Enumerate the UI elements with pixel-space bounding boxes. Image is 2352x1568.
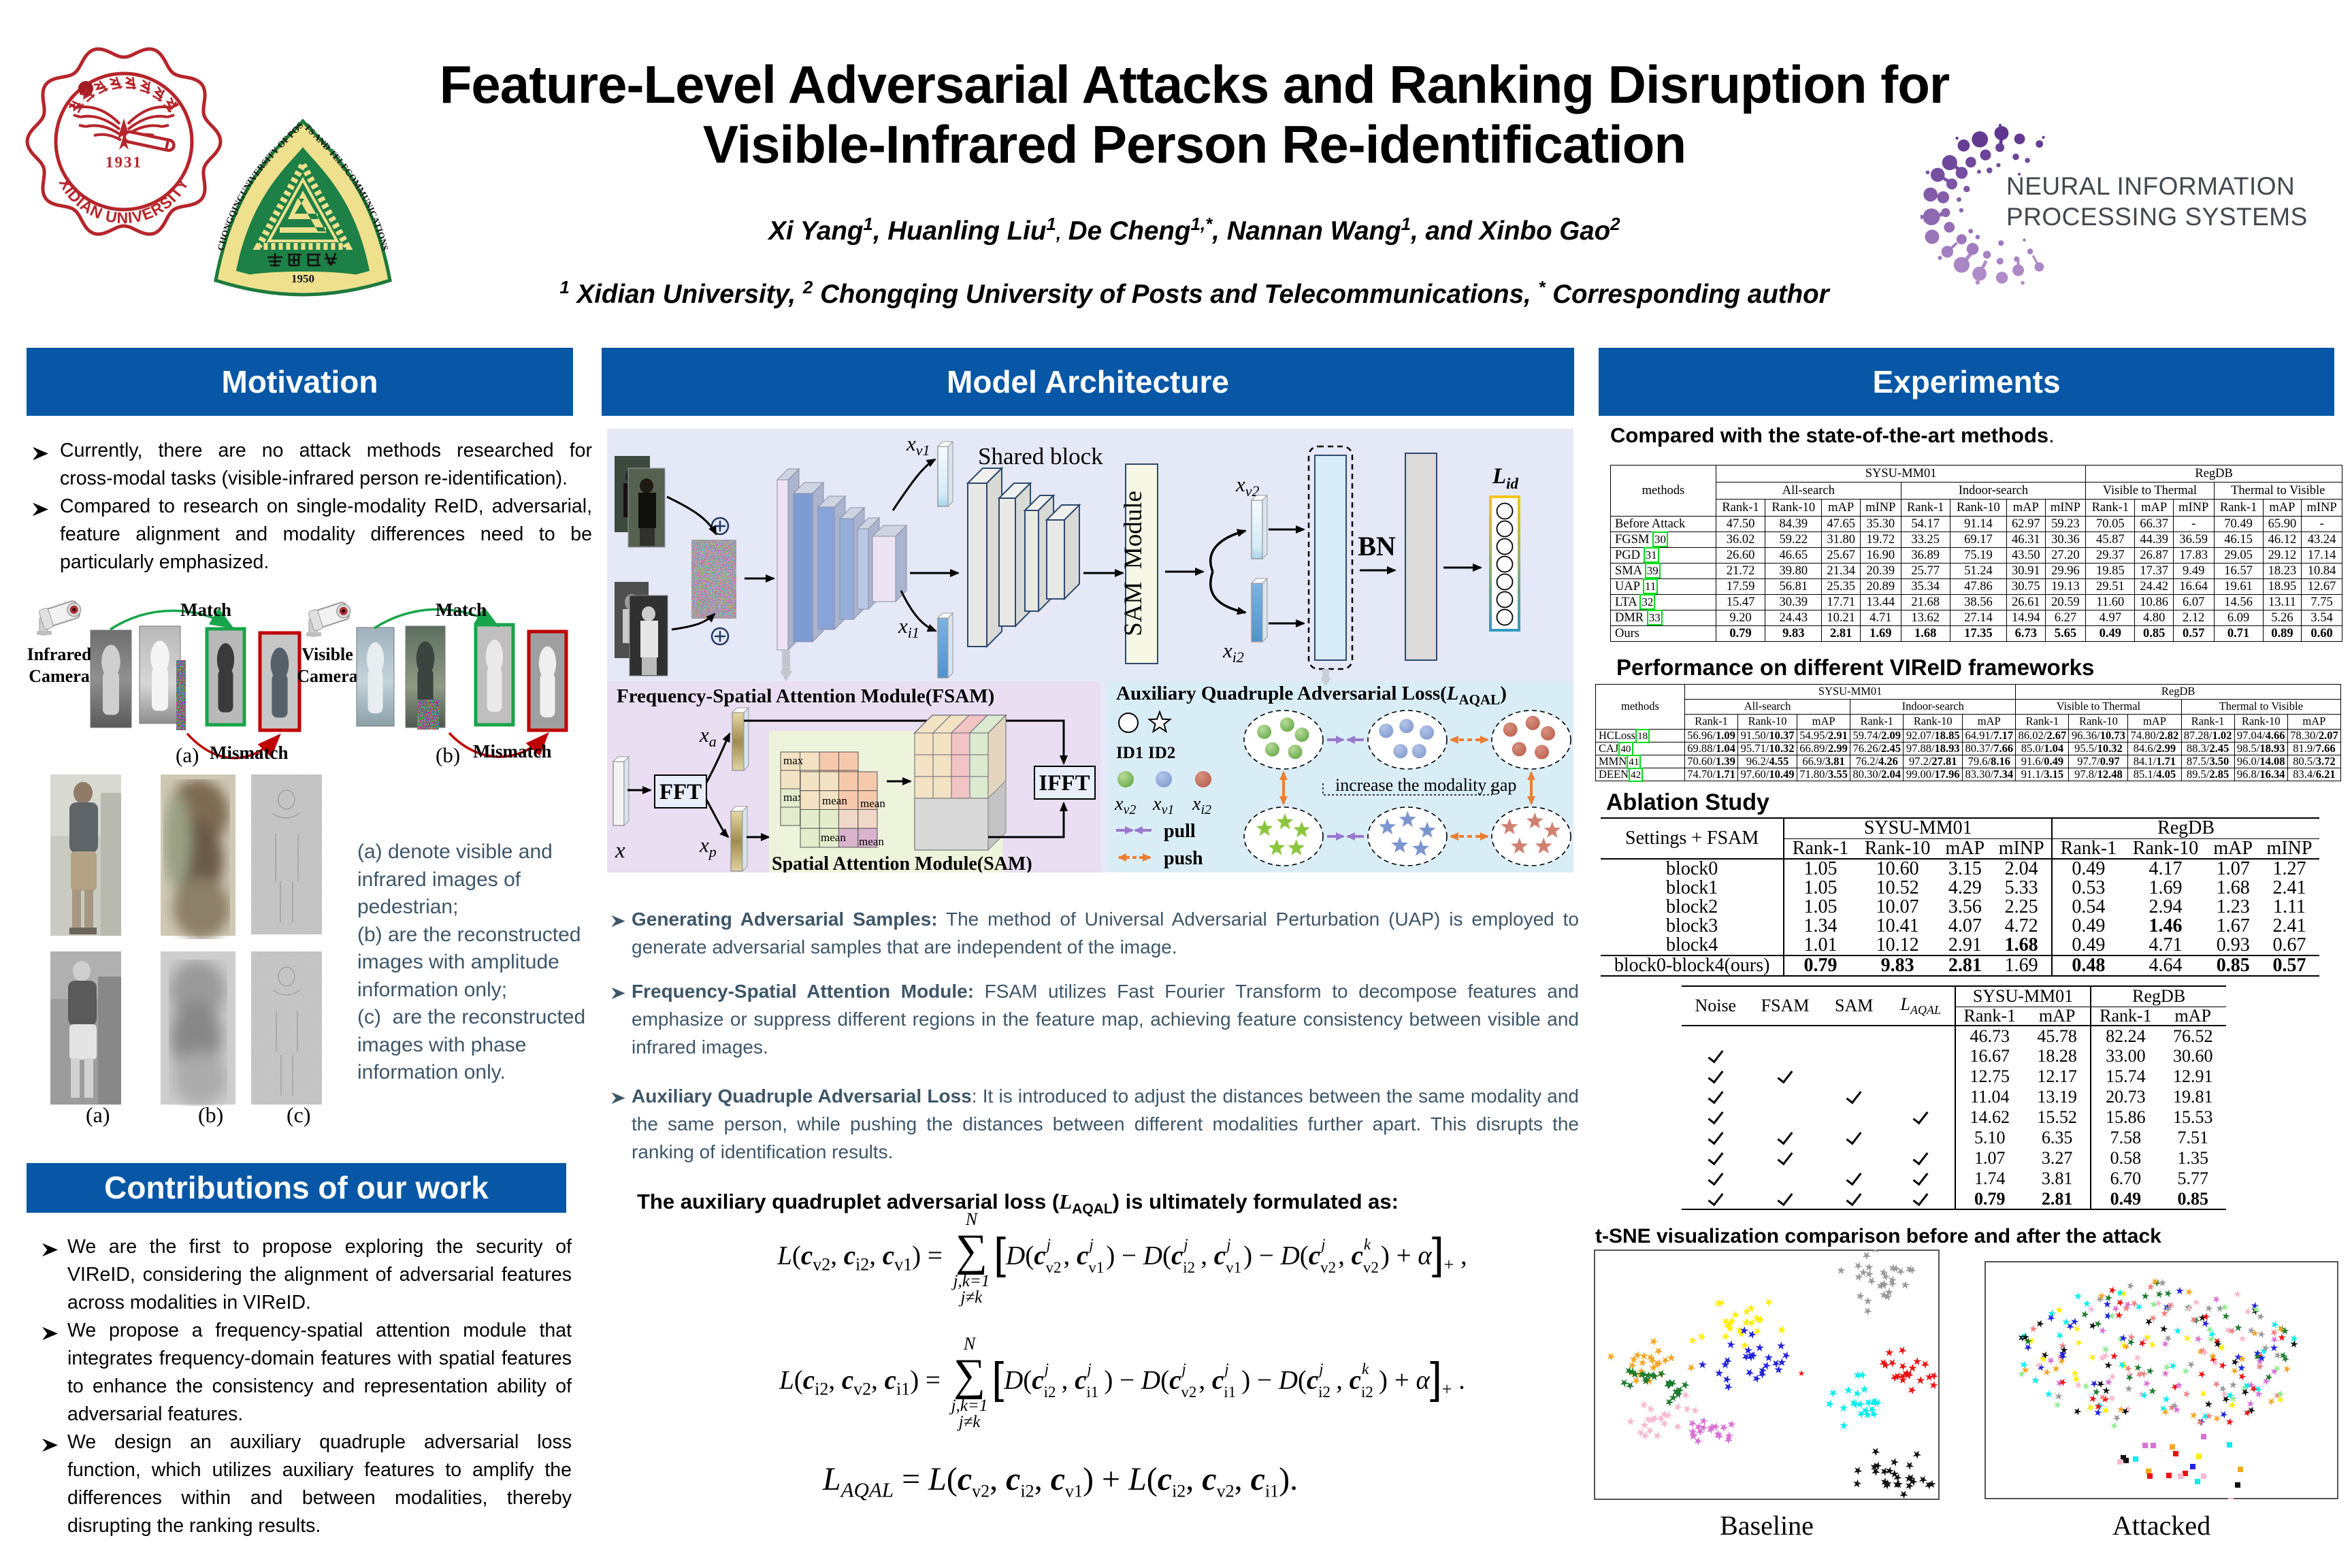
svg-text:max: max bbox=[783, 754, 804, 767]
svg-text:ID2: ID2 bbox=[1148, 744, 1175, 762]
svg-text:(b): (b) bbox=[436, 743, 460, 767]
svg-text:push: push bbox=[1164, 848, 1203, 869]
svg-text:NEURAL INFORMATION: NEURAL INFORMATION bbox=[2006, 172, 2295, 200]
svg-text:mean: mean bbox=[821, 831, 846, 844]
svg-text:pull: pull bbox=[1164, 821, 1196, 842]
svg-text:1950: 1950 bbox=[291, 272, 314, 285]
svg-text:Infrared: Infrared bbox=[27, 644, 92, 664]
svg-text:Visible: Visible bbox=[301, 644, 353, 664]
svg-text:XIDIAN UNIVERSITY: XIDIAN UNIVERSITY bbox=[55, 175, 192, 227]
svg-text:BN: BN bbox=[1358, 531, 1396, 561]
svg-text:SAM Module: SAM Module bbox=[1120, 491, 1147, 636]
svg-text:Match: Match bbox=[436, 600, 487, 620]
svg-text:x: x bbox=[615, 838, 625, 863]
svg-text:Spatial Attention Module(SAM): Spatial Attention Module(SAM) bbox=[772, 853, 1032, 872]
svg-text:Frequency-Spatial Attention Mo: Frequency-Spatial Attention Module(FSAM) bbox=[617, 685, 994, 707]
svg-text:mean: mean bbox=[822, 794, 847, 807]
svg-text:IFFT: IFFT bbox=[1039, 771, 1090, 796]
svg-text:(a): (a) bbox=[86, 1102, 110, 1127]
svg-text:mean: mean bbox=[860, 797, 885, 810]
svg-text:Mismatch: Mismatch bbox=[210, 742, 288, 763]
svg-text:increase the modality gap: increase the modality gap bbox=[1335, 775, 1516, 795]
svg-text:(a): (a) bbox=[176, 743, 199, 767]
svg-text:Mismatch: Mismatch bbox=[473, 741, 551, 762]
svg-text:(c): (c) bbox=[287, 1102, 311, 1127]
svg-text:ID1: ID1 bbox=[1116, 744, 1143, 762]
svg-text:mean: mean bbox=[859, 835, 884, 848]
svg-text:FFT: FFT bbox=[659, 780, 702, 804]
svg-text:1931: 1931 bbox=[105, 154, 142, 171]
svg-text:Auxiliary Quadruple Adversaria: Auxiliary Quadruple Adversarial Loss(LAQ… bbox=[1116, 683, 1507, 708]
svg-text:PROCESSING SYSTEMS: PROCESSING SYSTEMS bbox=[2006, 203, 2308, 231]
svg-text:Match: Match bbox=[180, 600, 231, 620]
svg-text:max: max bbox=[783, 791, 804, 804]
svg-text:(b): (b) bbox=[198, 1102, 223, 1127]
svg-text:Camera: Camera bbox=[297, 666, 358, 686]
svg-text:Camera: Camera bbox=[29, 666, 90, 686]
svg-text:Shared block: Shared block bbox=[978, 443, 1103, 470]
